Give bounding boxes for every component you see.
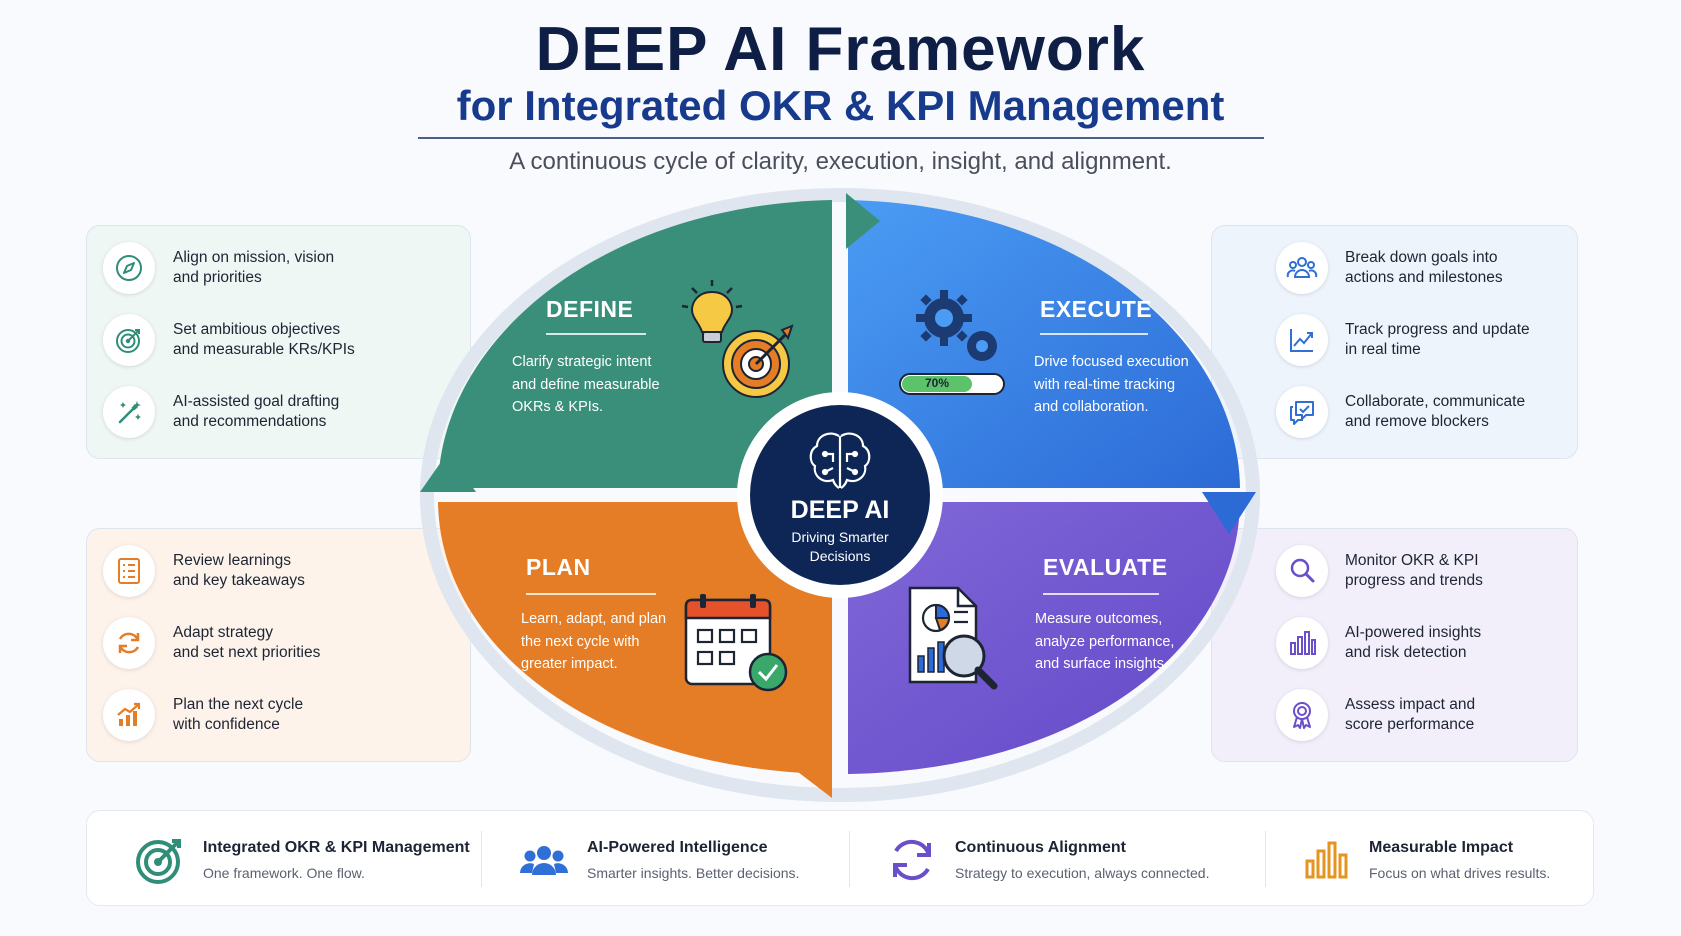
evaluate-item: AI-powered insights and risk detection [1212,615,1577,675]
define-item: AI-assisted goal drafting and recommenda… [87,384,470,444]
evaluate-to-plan-arrow [798,744,832,798]
plan-to-define-arrow [420,452,476,492]
evaluate-description: Measure outcomes, analyze performance, a… [1035,611,1175,672]
hub-title: DEEP AI [790,496,890,524]
summary-subtitle: One framework. One flow. [203,865,365,881]
trend-chart-icon [1276,314,1328,366]
summary-bar: Integrated OKR & KPI Management One fram… [86,810,1594,906]
summary-title: Measurable Impact [1369,839,1514,856]
evaluate-quadrant [848,502,1240,774]
brain-icon [809,432,871,489]
execute-to-evaluate-arrow [1202,492,1256,534]
gears-icon [916,290,997,361]
chat-icon [1276,386,1328,438]
plan-quadrant [438,502,832,774]
page-title: DEEP AI Framework [535,15,1146,84]
plan-item: Review learnings and key takeaways [87,543,470,603]
plan-title-rule [526,593,656,595]
plan-item: Plan the next cycle with confidence [87,687,470,747]
cycle-icon [893,839,931,881]
page-subtitle: for Integrated OKR & KPI Management [456,82,1225,129]
report-magnifier-icon [908,586,998,690]
calendar-icon [684,594,788,692]
summary-subtitle: Focus on what drives results. [1369,865,1551,881]
define-title-rule [546,333,646,335]
team-icon [1276,242,1328,294]
define-title: DEFINE [546,296,634,322]
target-icon [103,314,155,366]
magic-wand-icon [103,386,155,438]
execute-description: Drive focused execution with real-time t… [1034,354,1189,415]
execute-quadrant [848,200,1240,488]
define-to-execute-arrow [846,193,880,249]
tagline: A continuous cycle of clarity, execution… [509,148,1172,175]
bar-chart-icon [1276,617,1328,669]
plan-title: PLAN [526,554,591,580]
target-icon [722,324,794,398]
evaluate-panel: Monitor OKR & KPI progress and trends AI… [1211,528,1578,762]
evaluate-title: EVALUATE [1043,554,1168,580]
plan-description: Learn, adapt, and plan the next cycle wi… [521,611,667,672]
define-description: Clarify strategic intent and define meas… [512,354,660,415]
define-item: Align on mission, vision and priorities [87,240,470,300]
summary-divider [849,831,850,887]
execute-title-rule [1040,333,1148,335]
summary-title: Continuous Alignment [955,839,1126,856]
hub-subtitle: Driving Smarter Decisions [791,529,889,564]
bar-chart-icon [1305,841,1348,879]
plan-panel: Review learnings and key takeaways Adapt… [86,528,471,762]
evaluate-title-rule [1043,593,1159,595]
plan-item: Adapt strategy and set next priorities [87,615,470,675]
search-icon [1276,545,1328,597]
summary-title: Integrated OKR & KPI Management [203,839,470,856]
title-divider [418,137,1264,139]
progress-label: 70% [925,376,950,390]
execute-title: EXECUTE [1040,296,1153,322]
checklist-icon [103,545,155,597]
refresh-icon [103,617,155,669]
define-item: Set ambitious objectives and measurable … [87,312,470,372]
award-icon [1276,689,1328,741]
execute-panel: Break down goals into actions and milest… [1211,225,1578,459]
summary-subtitle: Strategy to execution, always connected. [955,865,1210,881]
team-icon [520,846,568,875]
execute-item: Break down goals into actions and milest… [1212,240,1577,300]
compass-icon [103,242,155,294]
evaluate-item: Monitor OKR & KPI progress and trends [1212,543,1577,603]
evaluate-item: Assess impact and score performance [1212,687,1577,747]
summary-divider [1265,831,1266,887]
target-icon [136,839,181,884]
summary-subtitle: Smarter insights. Better decisions. [587,865,800,881]
lightbulb-icon [681,280,743,343]
summary-divider [481,831,482,887]
progress-fill [902,376,972,392]
define-panel: Align on mission, vision and priorities … [86,225,471,459]
summary-title: AI-Powered Intelligence [587,839,768,856]
growth-icon [103,689,155,741]
execute-item: Collaborate, communicate and remove bloc… [1212,384,1577,444]
hub-circle [750,405,930,585]
define-quadrant [438,200,832,488]
execute-item: Track progress and update in real time [1212,312,1577,372]
